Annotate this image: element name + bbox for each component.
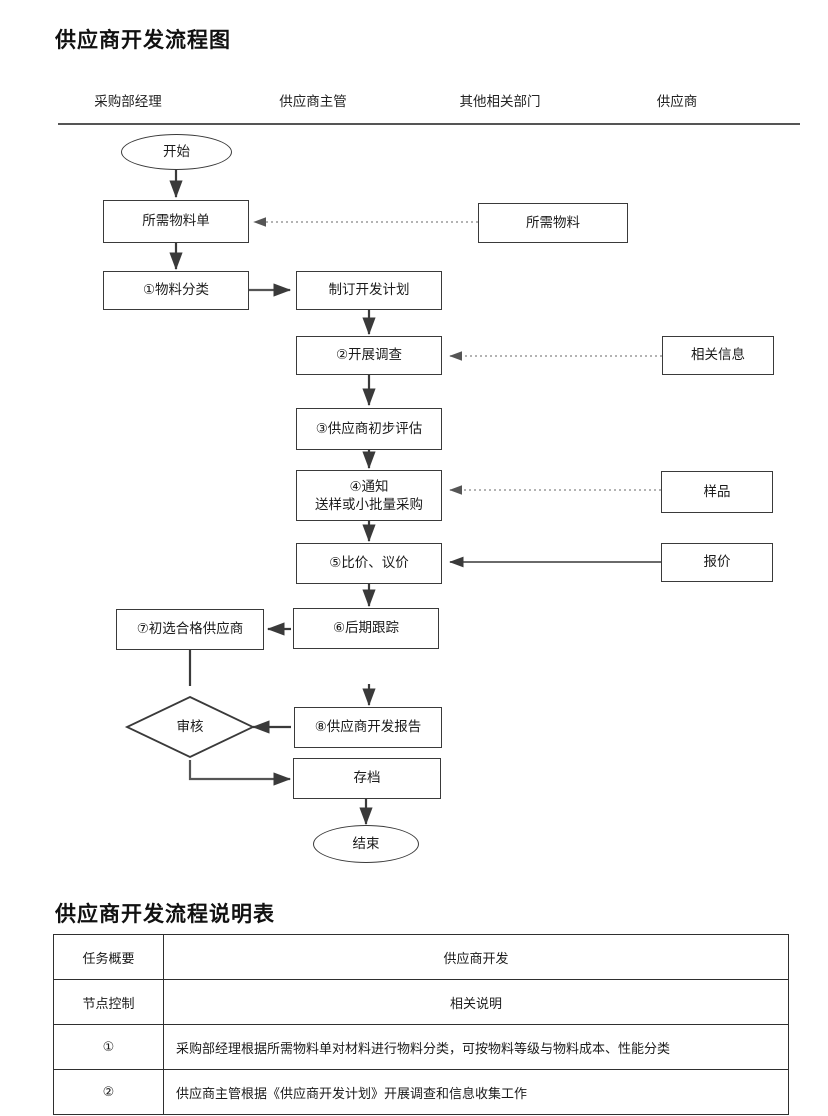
- table-cell-key: ①: [53, 1024, 164, 1070]
- node-preselect-qualified-supplier[interactable]: ⑦初选合格供应商: [116, 609, 264, 650]
- lane-header-supplier-supervisor: 供应商主管: [279, 94, 347, 109]
- node-supplier-development-report[interactable]: ⑧供应商开发报告: [294, 707, 442, 748]
- node-required-material[interactable]: 所需物料: [478, 203, 628, 243]
- table-cell-value: 采购部经理根据所需物料单对材料进行物料分类，可按物料等级与物料成本、性能分类: [163, 1024, 789, 1070]
- node-review[interactable]: 审核: [176, 718, 204, 734]
- flowchart-connectors: [124, 169, 662, 826]
- node-quotation[interactable]: 报价: [661, 543, 773, 582]
- table-cell-value: 相关说明: [163, 979, 789, 1025]
- node-conduct-survey[interactable]: ②开展调查: [296, 336, 442, 375]
- lane-header-purchasing-manager: 采购部经理: [94, 94, 162, 109]
- node-make-development-plan[interactable]: 制订开发计划: [296, 271, 442, 310]
- description-table-title: 供应商开发流程说明表: [55, 903, 275, 926]
- node-notify-line1: ④通知: [349, 478, 389, 494]
- lane-header-other-departments: 其他相关部门: [459, 94, 541, 109]
- table-cell-key: 任务概要: [53, 934, 164, 980]
- table-row: ② 供应商主管根据《供应商开发计划》开展调查和信息收集工作: [53, 1069, 789, 1115]
- table-row: ① 采购部经理根据所需物料单对材料进行物料分类，可按物料等级与物料成本、性能分类: [53, 1024, 789, 1070]
- table-cell-key: 节点控制: [53, 979, 164, 1025]
- node-required-material-list[interactable]: 所需物料单: [103, 200, 249, 243]
- flowchart-canvas: 开始 所需物料单 所需物料 ①物料分类 制订开发计划 ②开展调查 相关信息 ③供…: [103, 134, 774, 863]
- node-notify-sample[interactable]: ④通知 送样或小批量采购: [296, 470, 442, 521]
- table-row: 节点控制 相关说明: [53, 979, 789, 1025]
- node-preliminary-evaluation[interactable]: ③供应商初步评估: [296, 408, 442, 450]
- node-material-classification[interactable]: ①物料分类: [103, 271, 249, 310]
- lane-divider-rule: [58, 123, 800, 125]
- table-row: 任务概要 供应商开发: [53, 934, 789, 980]
- review-decision-shape: [124, 696, 256, 758]
- table-cell-value: 供应商开发: [163, 934, 789, 980]
- node-archive[interactable]: 存档: [293, 758, 441, 799]
- table-cell-key: ②: [53, 1069, 164, 1115]
- node-related-information[interactable]: 相关信息: [662, 336, 774, 375]
- node-start[interactable]: 开始: [121, 134, 232, 170]
- lane-header-supplier: 供应商: [656, 94, 698, 109]
- table-cell-value: 供应商主管根据《供应商开发计划》开展调查和信息收集工作: [163, 1069, 789, 1115]
- description-table: 任务概要 供应商开发 节点控制 相关说明 ① 采购部经理根据所需物料单对材料进行…: [53, 934, 789, 1115]
- node-end[interactable]: 结束: [313, 825, 419, 863]
- node-follow-up[interactable]: ⑥后期跟踪: [293, 608, 439, 649]
- node-notify-line2: 送样或小批量采购: [315, 496, 423, 512]
- node-sample[interactable]: 样品: [661, 471, 773, 513]
- node-compare-negotiate-price[interactable]: ⑤比价、议价: [296, 543, 442, 584]
- flowchart-title: 供应商开发流程图: [55, 29, 231, 52]
